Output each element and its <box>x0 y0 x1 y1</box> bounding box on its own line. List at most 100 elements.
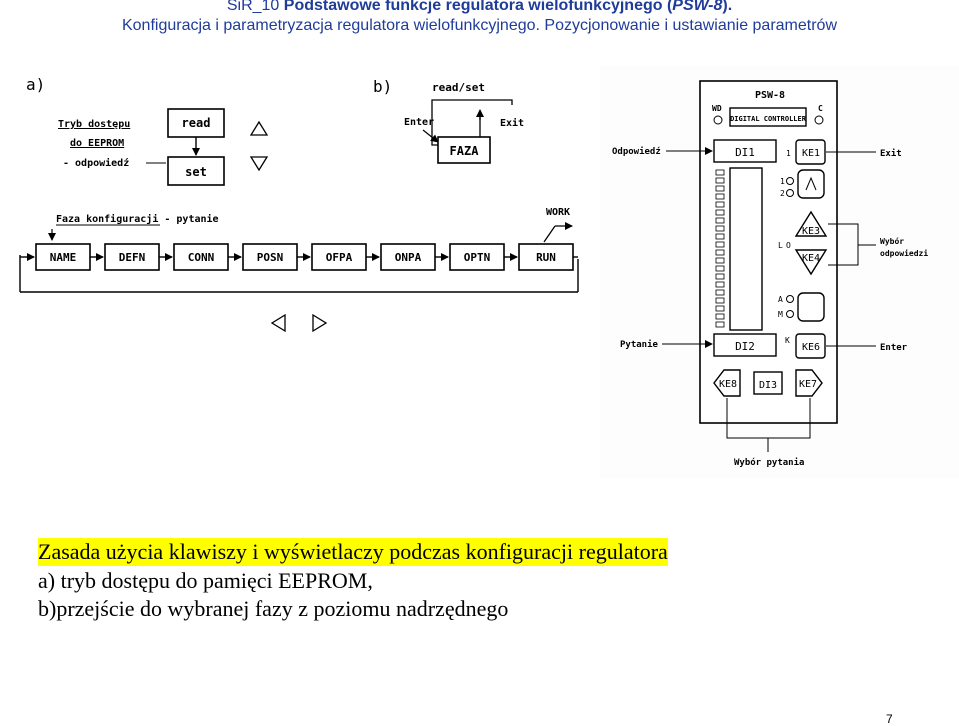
caption-line-2: a) tryb dostępu do pamięci EEPROM, <box>38 568 373 593</box>
c-led-icon <box>814 115 824 125</box>
bargraph-led <box>715 281 725 288</box>
bargraph-led <box>715 321 725 328</box>
figure-a: a) Tryb dostępu do EEPROM - odpowiedź re… <box>19 75 579 333</box>
led-a-icon <box>786 295 794 303</box>
answer-label: - odpowiedź <box>63 157 129 169</box>
phase-box-ofpa <box>311 243 367 271</box>
bargraph-led <box>715 225 725 232</box>
pytanie-label: Pytanie <box>620 339 659 350</box>
controller-panel: PSW-8 WD C DIGITAL CONTROLLER DI1 1 KE1 … <box>600 65 959 479</box>
phase-label-onpa: ONPA <box>395 251 422 264</box>
phase-box-name <box>35 243 91 271</box>
ke2-arrow-icon <box>805 176 817 191</box>
phase-box-onpa <box>380 243 436 271</box>
ke6-key[interactable] <box>795 333 826 359</box>
ke7-label: KE7 <box>799 379 817 390</box>
ke2-key[interactable] <box>797 169 825 199</box>
figure-b: b) read/set Enter Exit FAZA <box>373 77 524 164</box>
di2-label: DI2 <box>735 340 755 353</box>
wd-label: WD <box>712 104 722 113</box>
phase-box-run <box>518 243 574 271</box>
phase-config-label: Faza konfiguracji - pytanie <box>56 213 219 225</box>
c-label: C <box>818 104 823 113</box>
led-1b-icon <box>786 177 794 185</box>
bargraph-led <box>715 209 725 216</box>
ke5-key[interactable] <box>797 292 825 322</box>
ke7-key[interactable] <box>795 369 823 397</box>
ke3-key[interactable] <box>794 210 828 237</box>
phase-box-defn <box>104 243 160 271</box>
up-triangle-icon <box>249 120 269 136</box>
diagram: a) Tryb dostępu do EEPROM - odpowiedź re… <box>19 65 959 479</box>
led-m-icon <box>786 310 794 318</box>
bargraph-led <box>715 289 725 296</box>
bargraph-led <box>715 257 725 264</box>
ke6-label: KE6 <box>802 342 820 353</box>
bargraph-led <box>715 177 725 184</box>
ke8-key[interactable] <box>713 369 741 397</box>
phase-label-conn: CONN <box>188 251 215 264</box>
phase-label-defn: DEFN <box>119 251 146 264</box>
header-model: PSW-8 <box>672 0 723 14</box>
panel-enter-label: Enter <box>880 343 908 353</box>
bargraph-led <box>715 217 725 224</box>
led-1-label: 1 <box>786 149 791 158</box>
bargraph-led <box>715 233 725 240</box>
led-k-label: K <box>785 336 790 345</box>
read-box <box>167 108 225 138</box>
left-triangle-icon <box>270 313 286 333</box>
bargraph-led <box>715 297 725 304</box>
exit-label: Exit <box>500 117 524 129</box>
led-2-label: 2 <box>780 189 785 198</box>
set-label: set <box>185 165 207 179</box>
led-2-icon <box>786 189 794 197</box>
set-box <box>167 156 225 186</box>
bargraph-led <box>715 265 725 272</box>
ke1-key[interactable] <box>795 139 826 165</box>
led-m-label: M <box>778 310 783 319</box>
header-title-bold: Podstawowe funkcje regulatora wielofunkc… <box>283 0 673 14</box>
bargraph-led <box>715 313 725 320</box>
ke8-label: KE8 <box>719 379 737 390</box>
access-mode-label: Tryb dostępu <box>58 119 130 130</box>
caption-line-1: Zasada użycia klawiszy i wyświetlaczy po… <box>38 538 668 566</box>
enter-label: Enter <box>404 117 434 128</box>
phase-box-optn <box>449 243 505 271</box>
bargraph-led <box>715 185 725 192</box>
phase-label-run: RUN <box>536 251 556 264</box>
read-label: read <box>182 116 211 130</box>
header-subtitle: Konfiguracja i parametryzacja regulatora… <box>121 17 838 34</box>
bargraph-led <box>715 169 725 176</box>
read-set-label: read/set <box>432 81 485 94</box>
phase-label-optn: OPTN <box>464 251 491 264</box>
bargraph-led <box>715 249 725 256</box>
di3-display <box>753 371 783 395</box>
bargraph-led <box>715 241 725 248</box>
right-triangle-icon <box>312 313 328 333</box>
wybor-odp-label-1: Wybór <box>880 236 904 246</box>
led-a-label: A <box>778 295 783 304</box>
bargraph-led <box>715 201 725 208</box>
phase-label-ofpa: OFPA <box>326 251 353 264</box>
page-number: 7 <box>886 712 893 726</box>
bargraph-led <box>715 305 725 312</box>
header-title: SiR_10 Podstawowe funkcje regulatora wie… <box>0 0 959 15</box>
phase-boxes: NAME DEFN CONN POSN OFPA ONPA OPTN RUN <box>20 243 578 271</box>
ke1-label: KE1 <box>802 148 820 159</box>
wd-led-icon <box>713 115 723 125</box>
wybor-pytania-label: Wybór pytania <box>734 457 804 468</box>
odpowiedz-label: Odpowiedź <box>612 146 661 157</box>
wybor-odp-label-2: odpowiedzi <box>880 248 928 258</box>
to-eeprom-label: do EEPROM <box>70 138 124 149</box>
led-1b-label: 1 <box>780 177 785 186</box>
ke4-label: KE4 <box>802 253 820 264</box>
phase-box-posn <box>242 243 298 271</box>
bargraph-led <box>715 193 725 200</box>
ke4-key[interactable] <box>794 249 828 276</box>
bargraph-display <box>729 167 763 331</box>
di1-label: DI1 <box>735 146 755 159</box>
phase-box-conn <box>173 243 229 271</box>
panel-model: PSW-8 <box>755 90 785 101</box>
phase-label-posn: POSN <box>257 251 284 264</box>
phase-label-name: NAME <box>50 251 77 264</box>
